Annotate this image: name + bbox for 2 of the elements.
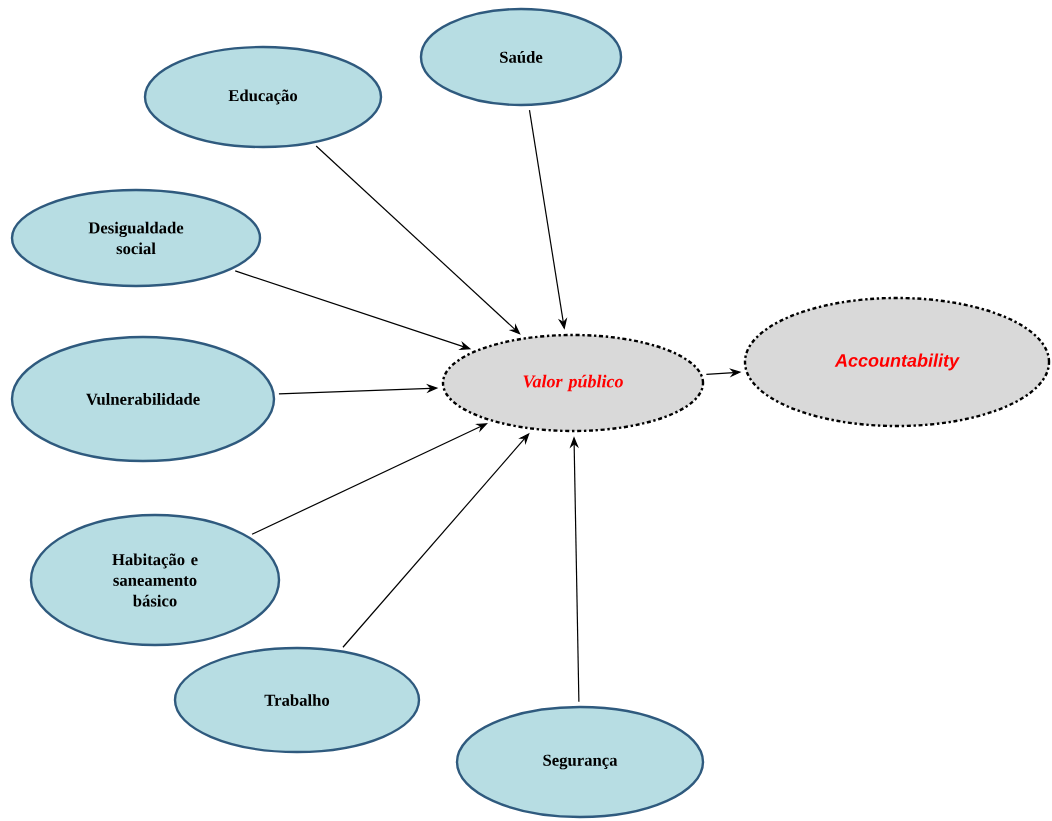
- arrow: [251, 423, 488, 535]
- arrow: [315, 145, 521, 335]
